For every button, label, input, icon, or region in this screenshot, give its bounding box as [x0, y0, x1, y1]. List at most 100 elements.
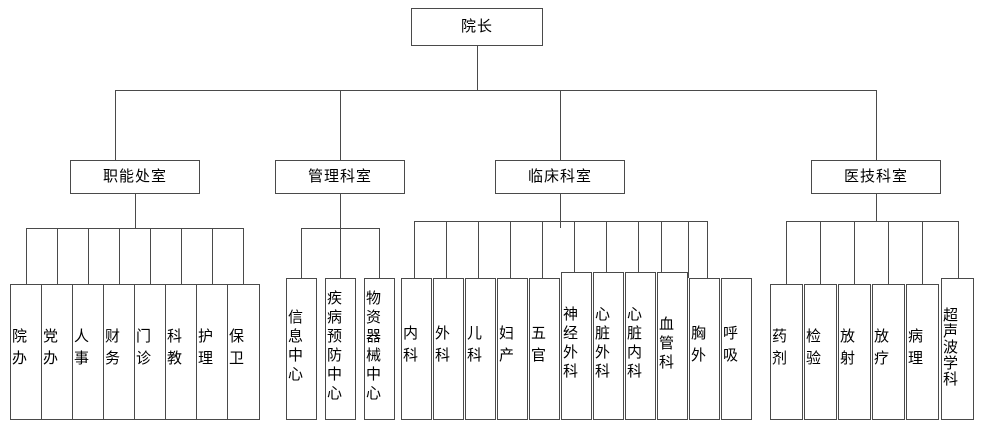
leaf-g0-4-label: 门诊	[134, 328, 152, 372]
node-group-0[interactable]: 职能处室	[70, 160, 200, 194]
leaf-g1-2[interactable]: 物资器械中心	[364, 278, 395, 420]
leaf-g0-2-label: 人事	[72, 328, 90, 372]
edge-root-stem	[477, 46, 478, 90]
node-root[interactable]: 院长	[411, 8, 543, 46]
leaf-g2-0[interactable]: 内科	[401, 278, 432, 420]
leaf-g0-0-label: 院办	[10, 328, 28, 372]
node-group-2-label: 临床科室	[527, 167, 592, 186]
leaf-g0-7-label: 保卫	[227, 328, 245, 372]
leaf-g3-4-label: 病理	[906, 328, 924, 372]
edge-to-group-0	[115, 90, 116, 160]
leaf-g2-7[interactable]: 心脏内科	[625, 272, 656, 420]
leaf-g0-7[interactable]: 保卫	[227, 284, 260, 420]
leaf-g3-5[interactable]: 超声波学科	[941, 278, 974, 420]
leaf-g2-1[interactable]: 外科	[433, 278, 464, 420]
edge-g3-drop-4	[922, 221, 923, 284]
edge-level2-bus	[115, 90, 877, 91]
leaf-g2-4-label: 五官	[529, 325, 547, 369]
leaf-g1-1-label: 疾病预防中心	[325, 290, 343, 404]
edge-g2-drop-5	[574, 221, 575, 272]
edge-g3-drop-2	[854, 221, 855, 284]
edge-g2-drop-4	[542, 221, 543, 278]
leaf-g2-2-label: 儿科	[465, 325, 483, 369]
leaf-g0-1-label: 党办	[41, 328, 59, 372]
leaf-g1-1[interactable]: 疾病预防中心	[325, 278, 356, 420]
edge-g2-drop-9	[688, 221, 689, 278]
leaf-g2-8[interactable]: 血管科	[657, 272, 688, 420]
leaf-g0-4[interactable]: 门诊	[134, 284, 167, 420]
leaf-g3-0[interactable]: 药剂	[770, 284, 803, 420]
leaf-g2-9-label: 胸外	[689, 325, 707, 369]
edge-g1-drop-1	[340, 228, 341, 278]
leaf-g3-0-label: 药剂	[770, 328, 788, 372]
leaf-g2-2[interactable]: 儿科	[465, 278, 496, 420]
edge-to-group-2	[560, 90, 561, 160]
leaf-g3-3-label: 放疗	[872, 328, 890, 372]
node-group-3-label: 医技科室	[843, 167, 908, 186]
edge-group-2-stem	[560, 194, 561, 228]
leaf-g0-1[interactable]: 党办	[41, 284, 74, 420]
leaf-g2-10[interactable]: 呼吸	[721, 278, 752, 420]
edge-g3-drop-5	[958, 221, 959, 278]
edge-g2-drop-3	[510, 221, 511, 278]
edge-g0-drop-4	[150, 228, 151, 284]
edge-g1-drop-0	[301, 228, 302, 278]
edge-group-3-stem	[876, 194, 877, 221]
node-root-label: 院长	[460, 17, 493, 36]
edge-g0-drop-0	[26, 228, 27, 284]
edge-g3-drop-0	[786, 221, 787, 284]
leaf-g2-4[interactable]: 五官	[529, 278, 560, 420]
leaf-g2-9[interactable]: 胸外	[689, 278, 720, 420]
leaf-g1-0-label: 信息中心	[286, 309, 304, 385]
leaf-g2-3[interactable]: 妇产	[497, 278, 528, 420]
node-group-2[interactable]: 临床科室	[495, 160, 625, 194]
leaf-g2-6-label: 心脏外科	[593, 306, 611, 382]
leaf-g2-5-label: 神经外科	[561, 306, 579, 382]
node-group-0-label: 职能处室	[102, 167, 167, 186]
leaf-g0-0[interactable]: 院办	[10, 284, 43, 420]
leaf-g3-3[interactable]: 放疗	[872, 284, 905, 420]
leaf-g2-7-label: 心脏内科	[625, 306, 643, 382]
leaf-g3-1-label: 检验	[804, 328, 822, 372]
edge-g2-drop-0	[414, 221, 415, 278]
leaf-g2-5[interactable]: 神经外科	[561, 272, 592, 420]
leaf-g0-5[interactable]: 科教	[165, 284, 198, 420]
leaf-g1-0[interactable]: 信息中心	[286, 278, 317, 420]
edge-g0-drop-1	[57, 228, 58, 284]
edge-g0-drop-3	[119, 228, 120, 284]
edge-to-group-1	[340, 90, 341, 160]
edge-g0-drop-2	[88, 228, 89, 284]
leaf-g2-8-label: 血管科	[657, 315, 675, 373]
leaf-g2-3-label: 妇产	[497, 325, 515, 369]
edge-g2-drop-10	[707, 221, 708, 278]
edge-g3-drop-1	[820, 221, 821, 284]
leaf-g2-1-label: 外科	[433, 325, 451, 369]
edge-g2-drop-8	[661, 221, 662, 272]
leaf-g0-5-label: 科教	[165, 328, 183, 372]
node-group-1[interactable]: 管理科室	[275, 160, 405, 194]
leaf-g3-4[interactable]: 病理	[906, 284, 939, 420]
edge-g2-drop-6	[606, 221, 607, 272]
edge-g0-drop-5	[181, 228, 182, 284]
edge-group-0-stem	[135, 194, 136, 228]
edge-g0-drop-7	[243, 228, 244, 284]
leaf-g0-6[interactable]: 护理	[196, 284, 229, 420]
leaf-g1-2-label: 物资器械中心	[364, 290, 382, 404]
node-group-3[interactable]: 医技科室	[811, 160, 941, 194]
leaf-g0-2[interactable]: 人事	[72, 284, 105, 420]
edge-to-group-3	[876, 90, 877, 160]
leaf-g2-0-label: 内科	[401, 325, 419, 369]
leaf-g3-2[interactable]: 放射	[838, 284, 871, 420]
edge-g2-drop-1	[446, 221, 447, 278]
leaf-g0-3[interactable]: 财务	[103, 284, 136, 420]
leaf-g3-1[interactable]: 检验	[804, 284, 837, 420]
edge-g2-drop-2	[478, 221, 479, 278]
leaf-g0-3-label: 财务	[103, 328, 121, 372]
edge-group-2-bus	[414, 221, 707, 222]
leaf-g2-6[interactable]: 心脏外科	[593, 272, 624, 420]
node-group-1-label: 管理科室	[307, 167, 372, 186]
edge-g2-drop-7	[638, 221, 639, 272]
leaf-g3-2-label: 放射	[838, 328, 856, 372]
leaf-g0-6-label: 护理	[196, 328, 214, 372]
